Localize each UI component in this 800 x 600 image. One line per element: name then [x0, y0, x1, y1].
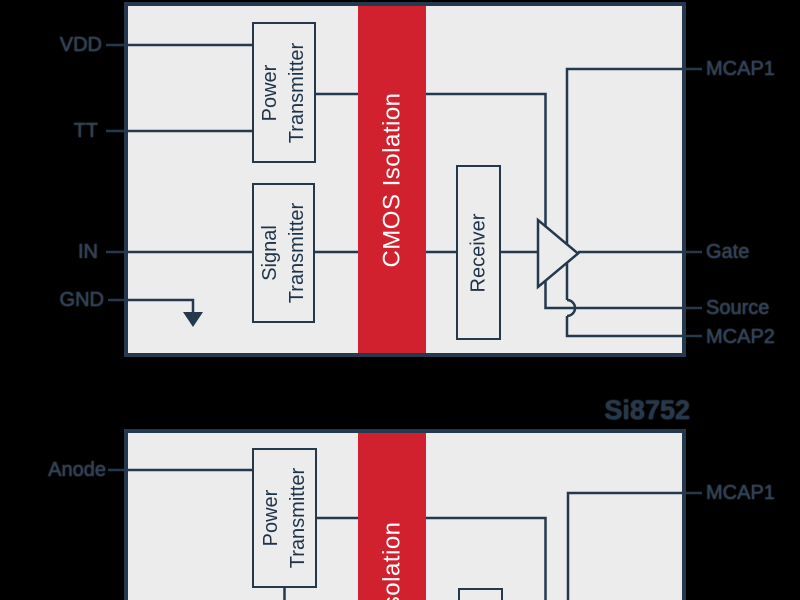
bottom-isolation-label: CMOS Isolation [379, 521, 406, 600]
pin-label-mcap1: MCAP1 [706, 58, 775, 80]
top-isolation-label: CMOS Isolation [378, 91, 406, 268]
top-receiver-label: Receiver [467, 213, 489, 292]
bottom-power-transmitter-line2: Transmitter [286, 467, 309, 569]
pin-label-source: Source [706, 297, 770, 319]
pin-label-tt: TT [73, 120, 98, 142]
bottom-isolation-bar: CMOS Isolation [358, 433, 426, 600]
bottom-power-transmitter-line1: Power [259, 489, 282, 547]
top-power-transmitter-line1: Power [259, 64, 281, 121]
bottom-receiver-block: Receiver [458, 588, 503, 600]
top-signal-transmitter-line1: Signal [258, 225, 281, 281]
top-receiver-block: Receiver [456, 165, 501, 340]
top-power-transmitter-line2: Transmitter [286, 42, 308, 143]
pin-label-gnd: GND [59, 289, 104, 311]
pin-label-vdd: VDD [59, 34, 102, 56]
pin-label-gate: Gate [706, 241, 750, 263]
pin-label-mcap2: MCAP2 [706, 326, 775, 348]
top-signal-transmitter-line2: Transmitter [285, 202, 308, 304]
pin-label-mcap1-bottom: MCAP1 [706, 482, 775, 504]
pin-label-anode: Anode [48, 459, 106, 481]
pin-label-in: IN [78, 241, 98, 263]
chip-title-si8752: Si8752 [604, 395, 690, 425]
top-isolation-bar: CMOS Isolation [358, 6, 426, 353]
